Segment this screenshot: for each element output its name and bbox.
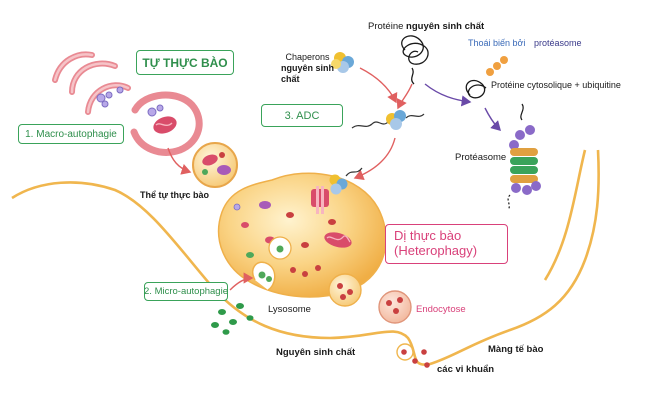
macro-autophagie-box: 1. Macro-autophagie [18, 124, 124, 144]
adc-box: 3. ADC [261, 104, 343, 127]
docked-chaperone [329, 167, 363, 195]
autophagosome [192, 142, 238, 188]
chaperons-label: Chaperons nguyên sinh chất [281, 52, 334, 85]
cell-membrane-right [543, 149, 587, 281]
proteine-prefix: Protéine [368, 21, 404, 32]
endocytosis-vesicle [378, 290, 412, 324]
tu-thuc-bao-label: TỰ THỰC BÀO [142, 55, 228, 70]
adc-complex [351, 110, 425, 130]
the-tu-thuc-bao-label: Thể tự thực bào [140, 190, 210, 200]
chaperons-word: Chaperons [285, 52, 330, 62]
phagolysosome [328, 273, 362, 307]
chaperons-chat: chất [281, 74, 300, 84]
arrow-protein-to-ubiquitin [424, 83, 472, 107]
cac-vi-khuan-label: các vi khuẩn [437, 364, 495, 375]
proteasome-top-label: protéasome [534, 38, 582, 48]
di-thuc-bao-line1: Dị thực bào [394, 228, 462, 243]
lysosome-label: Lysosome [268, 304, 311, 315]
proteasome [507, 103, 541, 211]
forming-autophagosome [130, 91, 203, 156]
proteasome-label: Protéasome [455, 152, 507, 163]
endocytose-label: Endocytose [416, 304, 466, 315]
adc-label: 3. ADC [284, 109, 320, 122]
micro-autophagie-label: 2. Micro-autophagie [144, 286, 228, 297]
ubiquitinated-protein [465, 56, 508, 99]
protein-tangle-top [401, 35, 429, 85]
phagophore-inner [53, 53, 130, 114]
chaperons-nguyen-sinh: nguyên sinh [281, 63, 335, 73]
arrow-micro-to-lysosome [229, 272, 254, 291]
lysosome [217, 172, 387, 298]
arrow-to-autophagosome [167, 147, 192, 175]
macro-autophagie-label: 1. Macro-autophagie [25, 128, 117, 140]
proteine-label: Protéine nguyên sinh chất [368, 21, 485, 33]
cell-membrane [11, 149, 600, 366]
arrow-ubiquitin-to-proteasome [484, 107, 501, 131]
chaperone-complex [331, 52, 354, 73]
proteine-cytosolique-label: Protéine cytosolique + ubiquitine [491, 80, 621, 90]
arrow-adc-to-lysosome [353, 137, 396, 181]
tu-thuc-bao-box: TỰ THỰC BÀO [136, 50, 234, 75]
arrow-protein-to-adc [396, 83, 413, 110]
nguyen-sinh-chat-label: Nguyên sinh chất [276, 347, 356, 358]
thoai-bien-boi-label: Thoái biến bởi [468, 38, 526, 48]
mang-te-bao-label: Màng tế bào [488, 344, 544, 355]
di-thuc-bao-line2: (Heterophagy) [394, 243, 478, 258]
proteine-suffix: nguyên sinh chất [406, 21, 485, 32]
arrow-chaperone-to-adc [359, 67, 398, 104]
di-thuc-bao-box: Dị thực bào (Heterophagy) [385, 224, 508, 264]
cytoplasm-particles [211, 303, 254, 335]
micro-autophagie-box: 2. Micro-autophagie [144, 282, 228, 301]
